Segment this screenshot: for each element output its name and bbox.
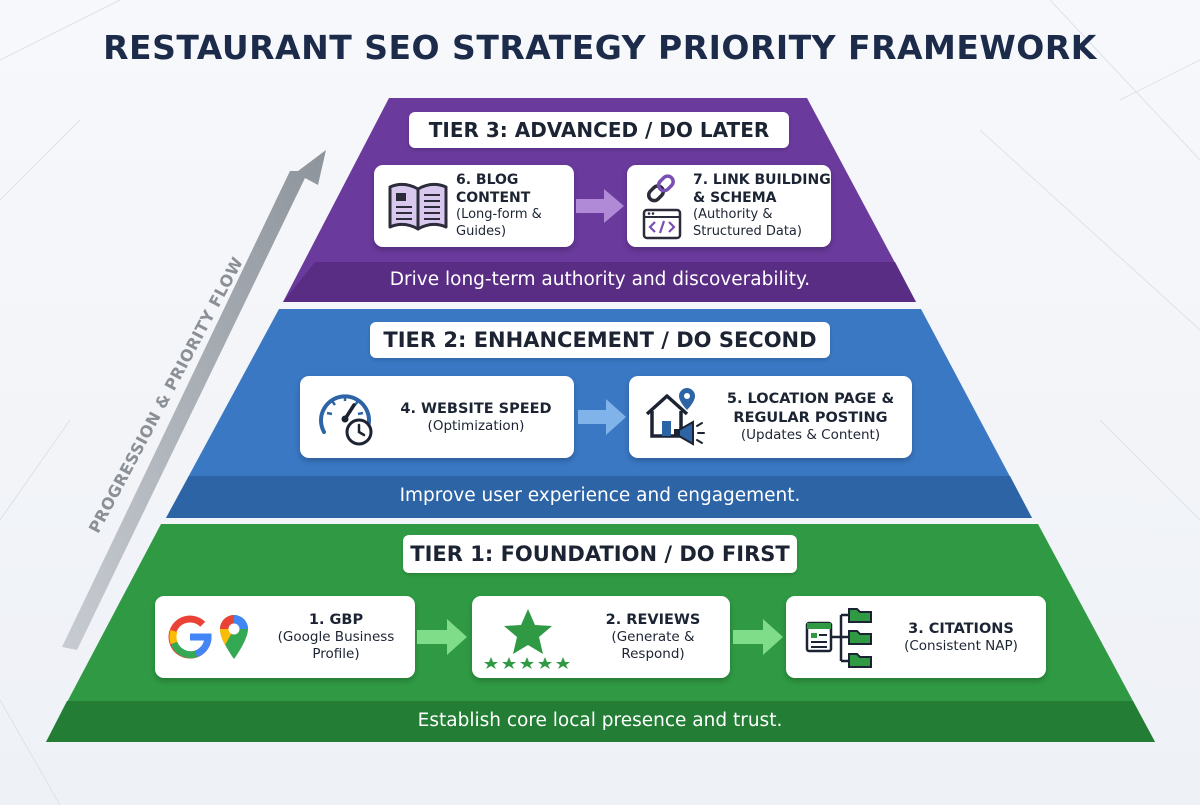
page-title: RESTAURANT SEO STRATEGY PRIORITY FRAMEWO… — [103, 28, 1097, 67]
card-main-line: 6. BLOG — [456, 172, 519, 189]
card-sub-line: Structured Data) — [693, 223, 802, 239]
tier-2-tagline: Improve user experience and engagement. — [399, 485, 801, 506]
card-sub-line: (Updates & Content) — [740, 426, 881, 443]
card-sub-line: (Long-form & — [456, 207, 542, 223]
card-sub-line: (Consistent NAP) — [904, 637, 1018, 654]
card-main-line: CONTENT — [456, 189, 531, 206]
card-main-line: & SCHEMA — [693, 189, 777, 206]
star-rating-icon — [480, 604, 576, 670]
card-link-building-schema: 7. LINK BUILDING & SCHEMA (Authority & S… — [627, 165, 831, 247]
google-maps-icon — [167, 607, 257, 667]
card-citations: 3. CITATIONS (Consistent NAP) — [786, 596, 1046, 678]
card-main-line: 3. CITATIONS — [908, 620, 1014, 637]
house-pin-megaphone-icon — [639, 382, 709, 452]
tier-3-tagline: Drive long-term authority and discoverab… — [389, 269, 811, 290]
card-gbp: 1. GBP (Google Business Profile) — [155, 596, 415, 678]
tier-1-title: TIER 1: FOUNDATION / DO FIRST — [403, 535, 797, 573]
card-sub-line: (Authority & — [693, 207, 773, 223]
arrow-right-icon — [578, 399, 626, 435]
directory-listing-icon — [804, 604, 876, 670]
tier-1-tagline: Establish core local presence and trust. — [417, 710, 783, 731]
tier-2-tagline-band — [166, 476, 1032, 518]
card-main-line: 1. GBP — [308, 612, 364, 629]
card-main-line: 5. LOCATION PAGE & — [726, 391, 895, 408]
card-sub-line: (Optimization) — [427, 417, 525, 434]
card-website-speed: 4. WEBSITE SPEED (Optimization) — [300, 376, 574, 458]
tier-2-title: TIER 2: ENHANCEMENT / DO SECOND — [370, 322, 830, 358]
card-sub-line: Guides) — [456, 223, 507, 239]
card-reviews: 2. REVIEWS (Generate & Respond) — [472, 596, 730, 678]
speedometer-clock-icon — [312, 384, 378, 450]
arrow-right-icon — [576, 189, 624, 223]
card-main-line: REGULAR POSTING — [733, 409, 888, 426]
card-main-line: 4. WEBSITE SPEED — [400, 400, 552, 417]
arrow-right-icon — [417, 619, 467, 655]
card-sub-line: Respond) — [621, 646, 685, 663]
chain-link-code-icon — [637, 171, 687, 241]
card-sub-line: (Generate & — [611, 629, 695, 646]
card-blog-content: 6. BLOG CONTENT (Long-form & Guides) — [374, 165, 574, 247]
arrow-right-icon — [733, 619, 783, 655]
tier-1-tagline-band — [46, 701, 1155, 742]
card-location-page-posting: 5. LOCATION PAGE & REGULAR POSTING (Upda… — [629, 376, 912, 458]
tier-3-tagline-band — [283, 262, 916, 302]
card-sub-line: Profile) — [312, 646, 360, 663]
open-book-icon — [384, 174, 452, 238]
card-main-line: 7. LINK BUILDING — [693, 172, 831, 189]
tier-3-title: TIER 3: ADVANCED / DO LATER — [409, 112, 789, 148]
card-main-line: 2. REVIEWS — [605, 612, 701, 629]
card-sub-line: (Google Business — [277, 629, 395, 646]
